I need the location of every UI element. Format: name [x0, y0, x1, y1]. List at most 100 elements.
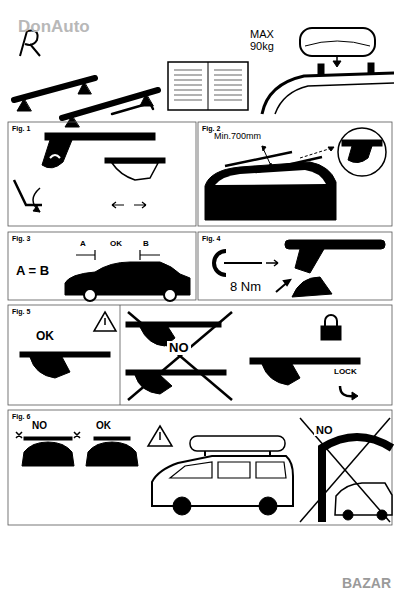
- figure-number: Fig. 3: [12, 235, 30, 243]
- fig4-torque: [292, 277, 332, 297]
- fig6-warnings: [300, 418, 390, 522]
- panel-frames: [8, 232, 196, 300]
- fig6-warnings: [377, 510, 387, 520]
- rule-label: A = B: [16, 264, 49, 278]
- fig6-warnings: [190, 436, 285, 451]
- fig6-warnings: [24, 437, 72, 440]
- fig1-foot: [50, 155, 60, 158]
- fig2-car-rear: [205, 162, 336, 220]
- fig1-foot: [33, 206, 40, 212]
- fig4-torque: [224, 262, 262, 264]
- figure-number: Fig. 4: [202, 235, 220, 243]
- fig1-foot: [33, 188, 40, 212]
- fig6-warnings: [16, 418, 392, 522]
- manual-booklet: [168, 62, 248, 110]
- fig2-car-rear: [262, 146, 272, 168]
- fig5-mounting: [128, 312, 232, 400]
- fig5-mounting: [250, 358, 360, 364]
- fig5-mounting: [352, 392, 358, 400]
- fig6-warnings: [343, 510, 353, 520]
- car-roof-load: [305, 41, 370, 46]
- fig3-car-side: [76, 255, 95, 256]
- fig2-car-rear: [348, 146, 372, 163]
- fig2-car-rear: [300, 148, 332, 158]
- fig6-warnings: [94, 437, 130, 440]
- fig5-mounting: [20, 312, 360, 400]
- dimension-label: OK: [110, 240, 122, 249]
- car-roof-load: [318, 64, 324, 74]
- fig2-car-rear: [225, 152, 292, 166]
- load-label: MAX: [250, 28, 274, 40]
- fig6-warnings: [322, 437, 392, 522]
- figure-number: Fig. 5: [12, 308, 30, 316]
- fig3-car-side: [140, 255, 160, 256]
- fig4-torque: [285, 240, 385, 249]
- dimension-label: A: [80, 240, 86, 249]
- fig2-car-rear: [262, 146, 272, 168]
- fig2-car-rear: [328, 147, 334, 151]
- lock-label: LOCK: [334, 368, 357, 377]
- dimension-label: B: [143, 240, 149, 249]
- car-roof-load: [368, 63, 374, 73]
- fig2-car-rear: [338, 128, 386, 176]
- status-label: OK: [36, 330, 54, 343]
- fig5-mounting: [30, 357, 70, 378]
- panel-frames: [8, 122, 196, 226]
- status-label: OK: [96, 420, 111, 431]
- roof-bars: [17, 82, 153, 127]
- watermark: BAZAR: [342, 576, 391, 591]
- figure-number: Fig. 1: [12, 125, 30, 133]
- manual-booklet: [208, 62, 209, 110]
- fig2-car-rear: [256, 157, 322, 172]
- watermark: DonAuto: [18, 18, 90, 37]
- manual-booklet: [174, 70, 242, 100]
- fig1-foot: [112, 163, 158, 180]
- fig5-mounting: [325, 315, 337, 326]
- roof-bars: [62, 90, 158, 118]
- car-roof-load: [333, 57, 341, 67]
- fig1-foot: [14, 180, 42, 205]
- fig6-warnings: [205, 451, 270, 456]
- roof-bars: [14, 78, 158, 127]
- panel-frames: [198, 232, 392, 300]
- car-roof-load: [262, 73, 394, 114]
- status-label: NO: [32, 420, 47, 431]
- fig2-car-rear: [205, 128, 386, 220]
- manual-booklet: [168, 62, 248, 110]
- fig5-mounting: [104, 318, 106, 325]
- panel-frames: [8, 410, 392, 525]
- fig6-warnings: [170, 462, 286, 478]
- fig3-car-side: [164, 289, 176, 301]
- fig5-mounting: [321, 326, 341, 340]
- fig6-warnings: [300, 418, 390, 522]
- load-label: 90kg: [250, 40, 274, 52]
- fig6-warnings: [159, 432, 161, 440]
- fig4-torque: [266, 260, 278, 266]
- fig4-torque: [276, 280, 290, 292]
- fig6-warnings: [22, 442, 74, 466]
- fig4-torque: [214, 240, 385, 297]
- car-roof-load: [275, 83, 394, 114]
- fig6-warnings: [148, 426, 172, 446]
- fig3-car-side: [65, 250, 190, 301]
- torque-label: 8 Nm: [230, 280, 261, 294]
- panel-frames: [198, 122, 392, 226]
- fig5-mounting: [262, 364, 300, 385]
- fig5-mounting: [126, 370, 226, 375]
- panel-frames: [8, 305, 392, 405]
- car-roof-load: [300, 28, 375, 56]
- fig2-car-rear: [215, 170, 326, 185]
- car-roof-load: [262, 28, 394, 114]
- status-label: NO: [314, 424, 335, 436]
- fig1-foot: [42, 140, 72, 168]
- fig5-mounting: [128, 312, 232, 400]
- fig6-warnings: [259, 497, 277, 515]
- fig5-mounting: [94, 312, 116, 331]
- dimension-label: Min.700mm: [214, 132, 261, 142]
- roof-bars: [112, 103, 153, 114]
- fig1-foot: [112, 202, 146, 208]
- figure-number: Fig. 6: [12, 413, 30, 421]
- fig1-foot: [45, 133, 155, 140]
- fig6-warnings: [16, 432, 80, 438]
